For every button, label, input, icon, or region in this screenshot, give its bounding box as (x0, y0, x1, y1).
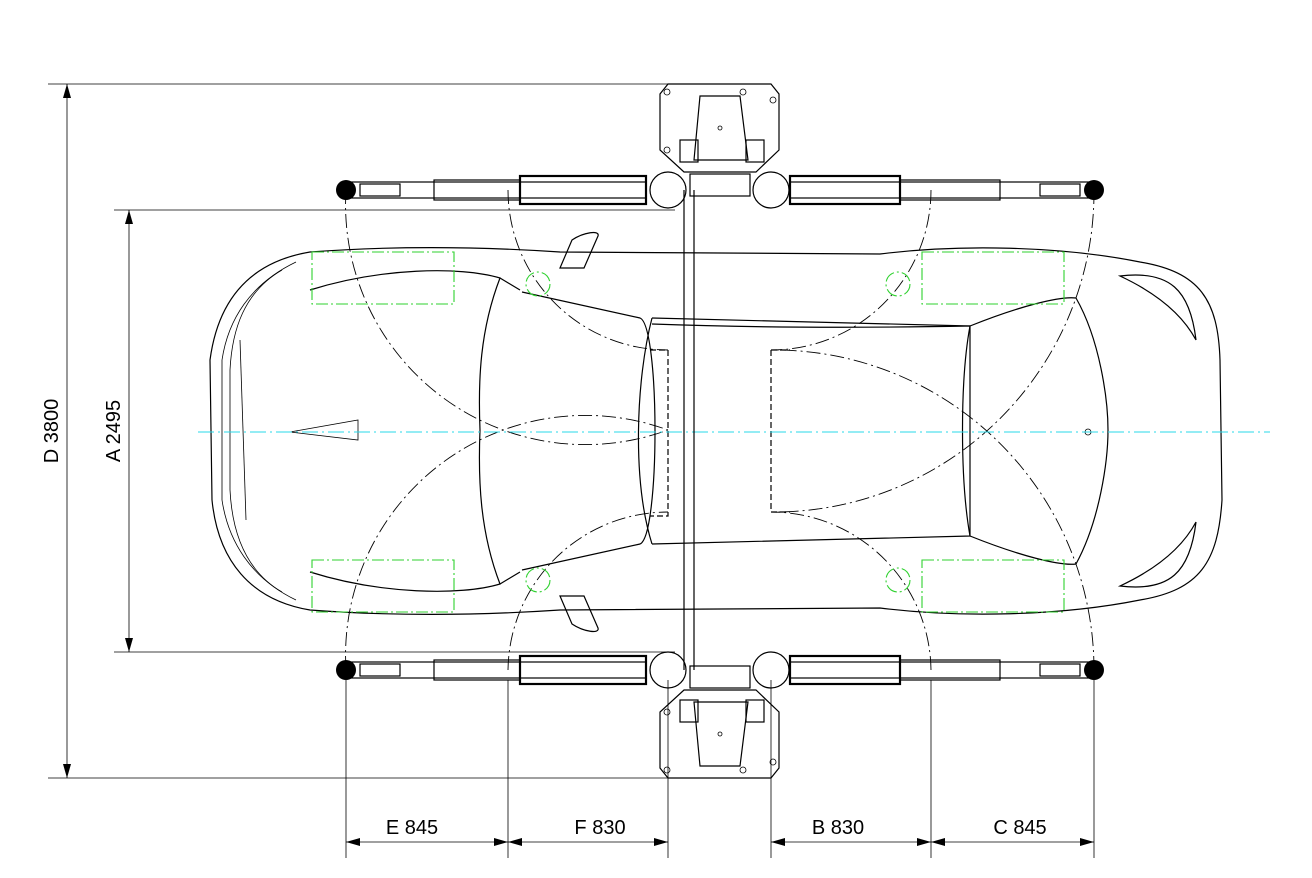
dimension-b-label: B 830 (812, 817, 864, 839)
dimension-c-label: C 845 (993, 817, 1046, 839)
car-outline (209, 231, 1223, 633)
dimension-e: E 845 (346, 817, 508, 846)
lift-point-pads (311, 251, 1065, 613)
top-lift-post (649, 83, 790, 209)
dimension-a: A 2495 (103, 209, 675, 653)
dimension-b: B 830 (771, 817, 931, 846)
dimension-c: C 845 (931, 817, 1094, 846)
dimension-e-label: E 845 (386, 817, 438, 839)
lift-arm-top-right (788, 174, 1104, 206)
floor-plate (683, 190, 695, 670)
dimension-a-label: A 2495 (103, 400, 125, 462)
dimension-d-label: D 3800 (41, 399, 63, 464)
dimension-d: D 3800 (41, 83, 675, 779)
bottom-dimension-extensions (345, 680, 1095, 858)
dimension-f: F 830 (508, 817, 668, 846)
lift-arm-bottom-left (336, 654, 648, 686)
bottom-lift-post (649, 651, 790, 779)
lift-arm-bottom-right (788, 654, 1104, 686)
arm-swing-arcs (345, 189, 1095, 671)
dimension-f-label: F 830 (574, 817, 625, 839)
lift-arm-top-left (336, 174, 648, 206)
